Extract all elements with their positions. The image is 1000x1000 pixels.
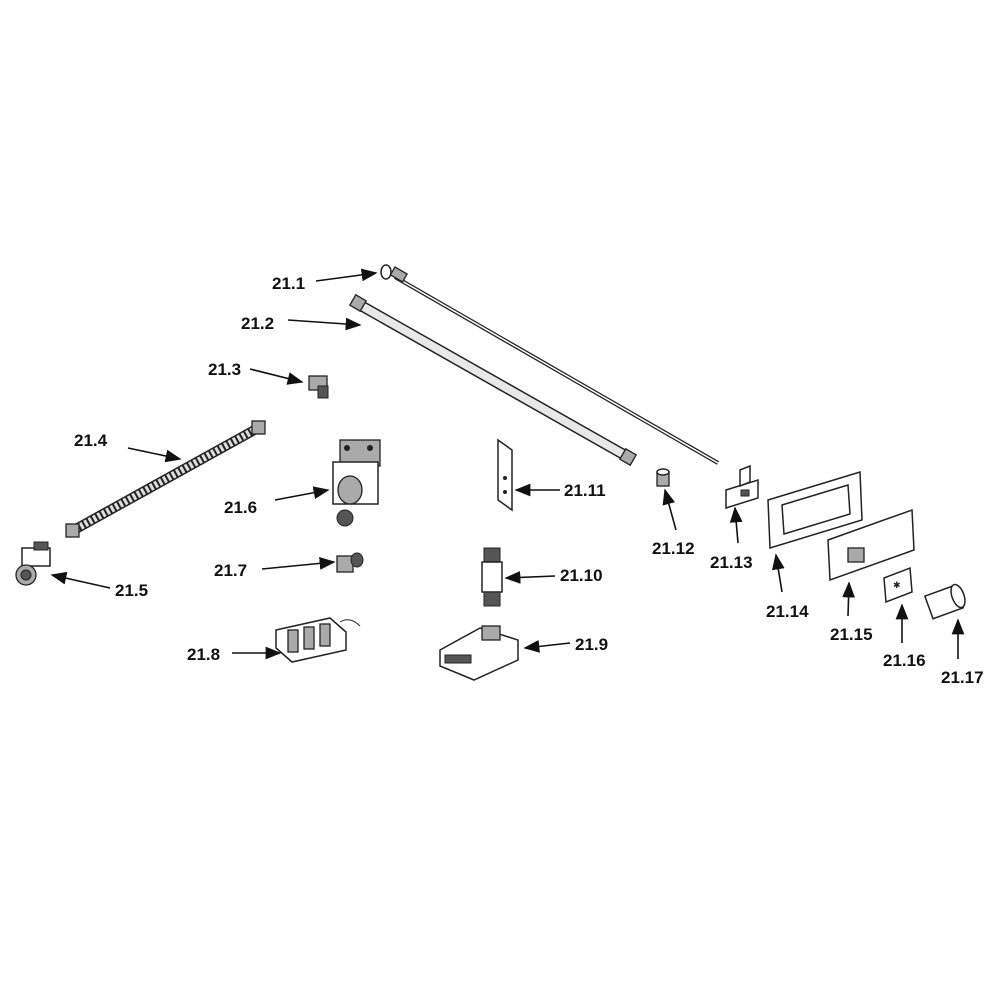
label-21-1: 21.1 [272, 274, 305, 293]
part-21-9-control-module [439, 625, 519, 681]
part-21-15-switch-plate [827, 508, 915, 582]
callout-21-16: 21.16 [883, 603, 926, 670]
callout-21-13: 21.13 [710, 506, 753, 572]
part-21-1-thermocouple-rod [380, 264, 719, 465]
label-21-10: 21.10 [560, 566, 603, 585]
callout-21-9: 21.9 [523, 635, 608, 654]
callout-21-6: 21.6 [224, 486, 330, 517]
label-21-14: 21.14 [766, 602, 809, 621]
part-21-10-wire-connector [481, 547, 503, 607]
callout-21-1: 21.1 [272, 268, 378, 293]
callout-21-5: 21.5 [50, 571, 148, 600]
label-21-13: 21.13 [710, 553, 753, 572]
callout-21-10: 21.10 [504, 566, 603, 585]
callout-21-8: 21.8 [187, 645, 282, 664]
part-21-6-gas-valve [332, 439, 381, 527]
callout-21-14: 21.14 [766, 553, 809, 621]
part-21-12-cap [656, 468, 670, 487]
callout-21-12: 21.12 [652, 488, 695, 558]
label-21-11: 21.11 [564, 481, 606, 500]
label-21-4: 21.4 [74, 431, 108, 450]
part-21-5-shutoff-valve [15, 541, 51, 586]
part-21-7-elbow-fitting [336, 552, 364, 573]
label-21-2: 21.2 [241, 314, 274, 333]
label-21-17: 21.17 [941, 668, 984, 687]
label-21-7: 21.7 [214, 561, 247, 580]
label-21-16: 21.16 [883, 651, 926, 670]
label-21-9: 21.9 [575, 635, 608, 654]
label-21-6: 21.6 [224, 498, 257, 517]
label-21-15: 21.15 [830, 625, 873, 644]
callout-21-3: 21.3 [208, 360, 304, 385]
part-21-17-knob-cylinder [923, 583, 966, 620]
callout-21-4: 21.4 [74, 431, 182, 463]
part-21-4-flex-tube [65, 420, 266, 538]
part-21-2-gas-tube [348, 293, 638, 467]
part-21-8-battery-box [275, 617, 361, 663]
svg-text:✱: ✱ [893, 580, 901, 590]
callout-21-17: 21.17 [941, 618, 984, 687]
label-21-3: 21.3 [208, 360, 241, 379]
label-21-12: 21.12 [652, 539, 695, 558]
part-21-3-elbow-fitting [308, 375, 329, 399]
label-21-5: 21.5 [115, 581, 148, 600]
callout-21-7: 21.7 [214, 557, 336, 580]
callout-21-2: 21.2 [241, 314, 362, 333]
callout-21-15: 21.15 [830, 581, 873, 644]
part-21-13-mounting-bracket [725, 464, 759, 510]
part-21-11-bracket [497, 438, 513, 512]
label-21-8: 21.8 [187, 645, 220, 664]
callout-21-11: 21.11 [514, 481, 606, 500]
part-21-14-panel-frame [767, 471, 863, 549]
part-21-16-label-bracket: ✱ [883, 566, 913, 604]
